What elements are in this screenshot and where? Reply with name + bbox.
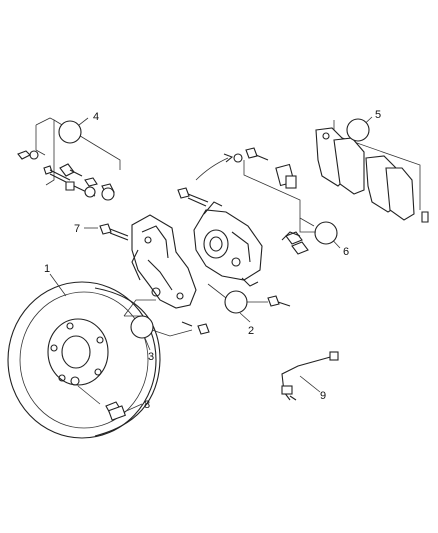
callout-2: 2 [248, 325, 254, 337]
callout-4: 4 [93, 111, 99, 123]
caliper-pin-kit [233, 147, 315, 255]
callout-bubble-6 [314, 221, 338, 245]
callout-9: 9 [320, 390, 326, 402]
caliper-bolt [267, 295, 291, 307]
callout-5: 5 [375, 109, 381, 121]
callout-6: 6 [343, 246, 349, 258]
callout-bubble-4 [58, 120, 82, 144]
callout-bubble-5 [346, 118, 370, 142]
brake-wear-sensor [281, 351, 339, 401]
callout-bubble-2 [224, 290, 248, 314]
callout-7: 7 [74, 223, 80, 235]
callout-1: 1 [44, 263, 50, 275]
bracket-bolt [99, 223, 129, 241]
hardware-kit-group [17, 117, 121, 201]
caliper-adapter [131, 214, 197, 309]
adapter-bolt [181, 321, 210, 335]
callout-3: 3 [148, 351, 154, 363]
callout-8: 8 [144, 399, 150, 411]
brake-caliper [193, 201, 263, 287]
rotor-screw [77, 385, 126, 421]
callout-bubble-3 [130, 315, 154, 339]
brake-pad-set [315, 120, 429, 223]
bleeder-hardware [177, 153, 234, 207]
brake-rotor [7, 281, 161, 439]
